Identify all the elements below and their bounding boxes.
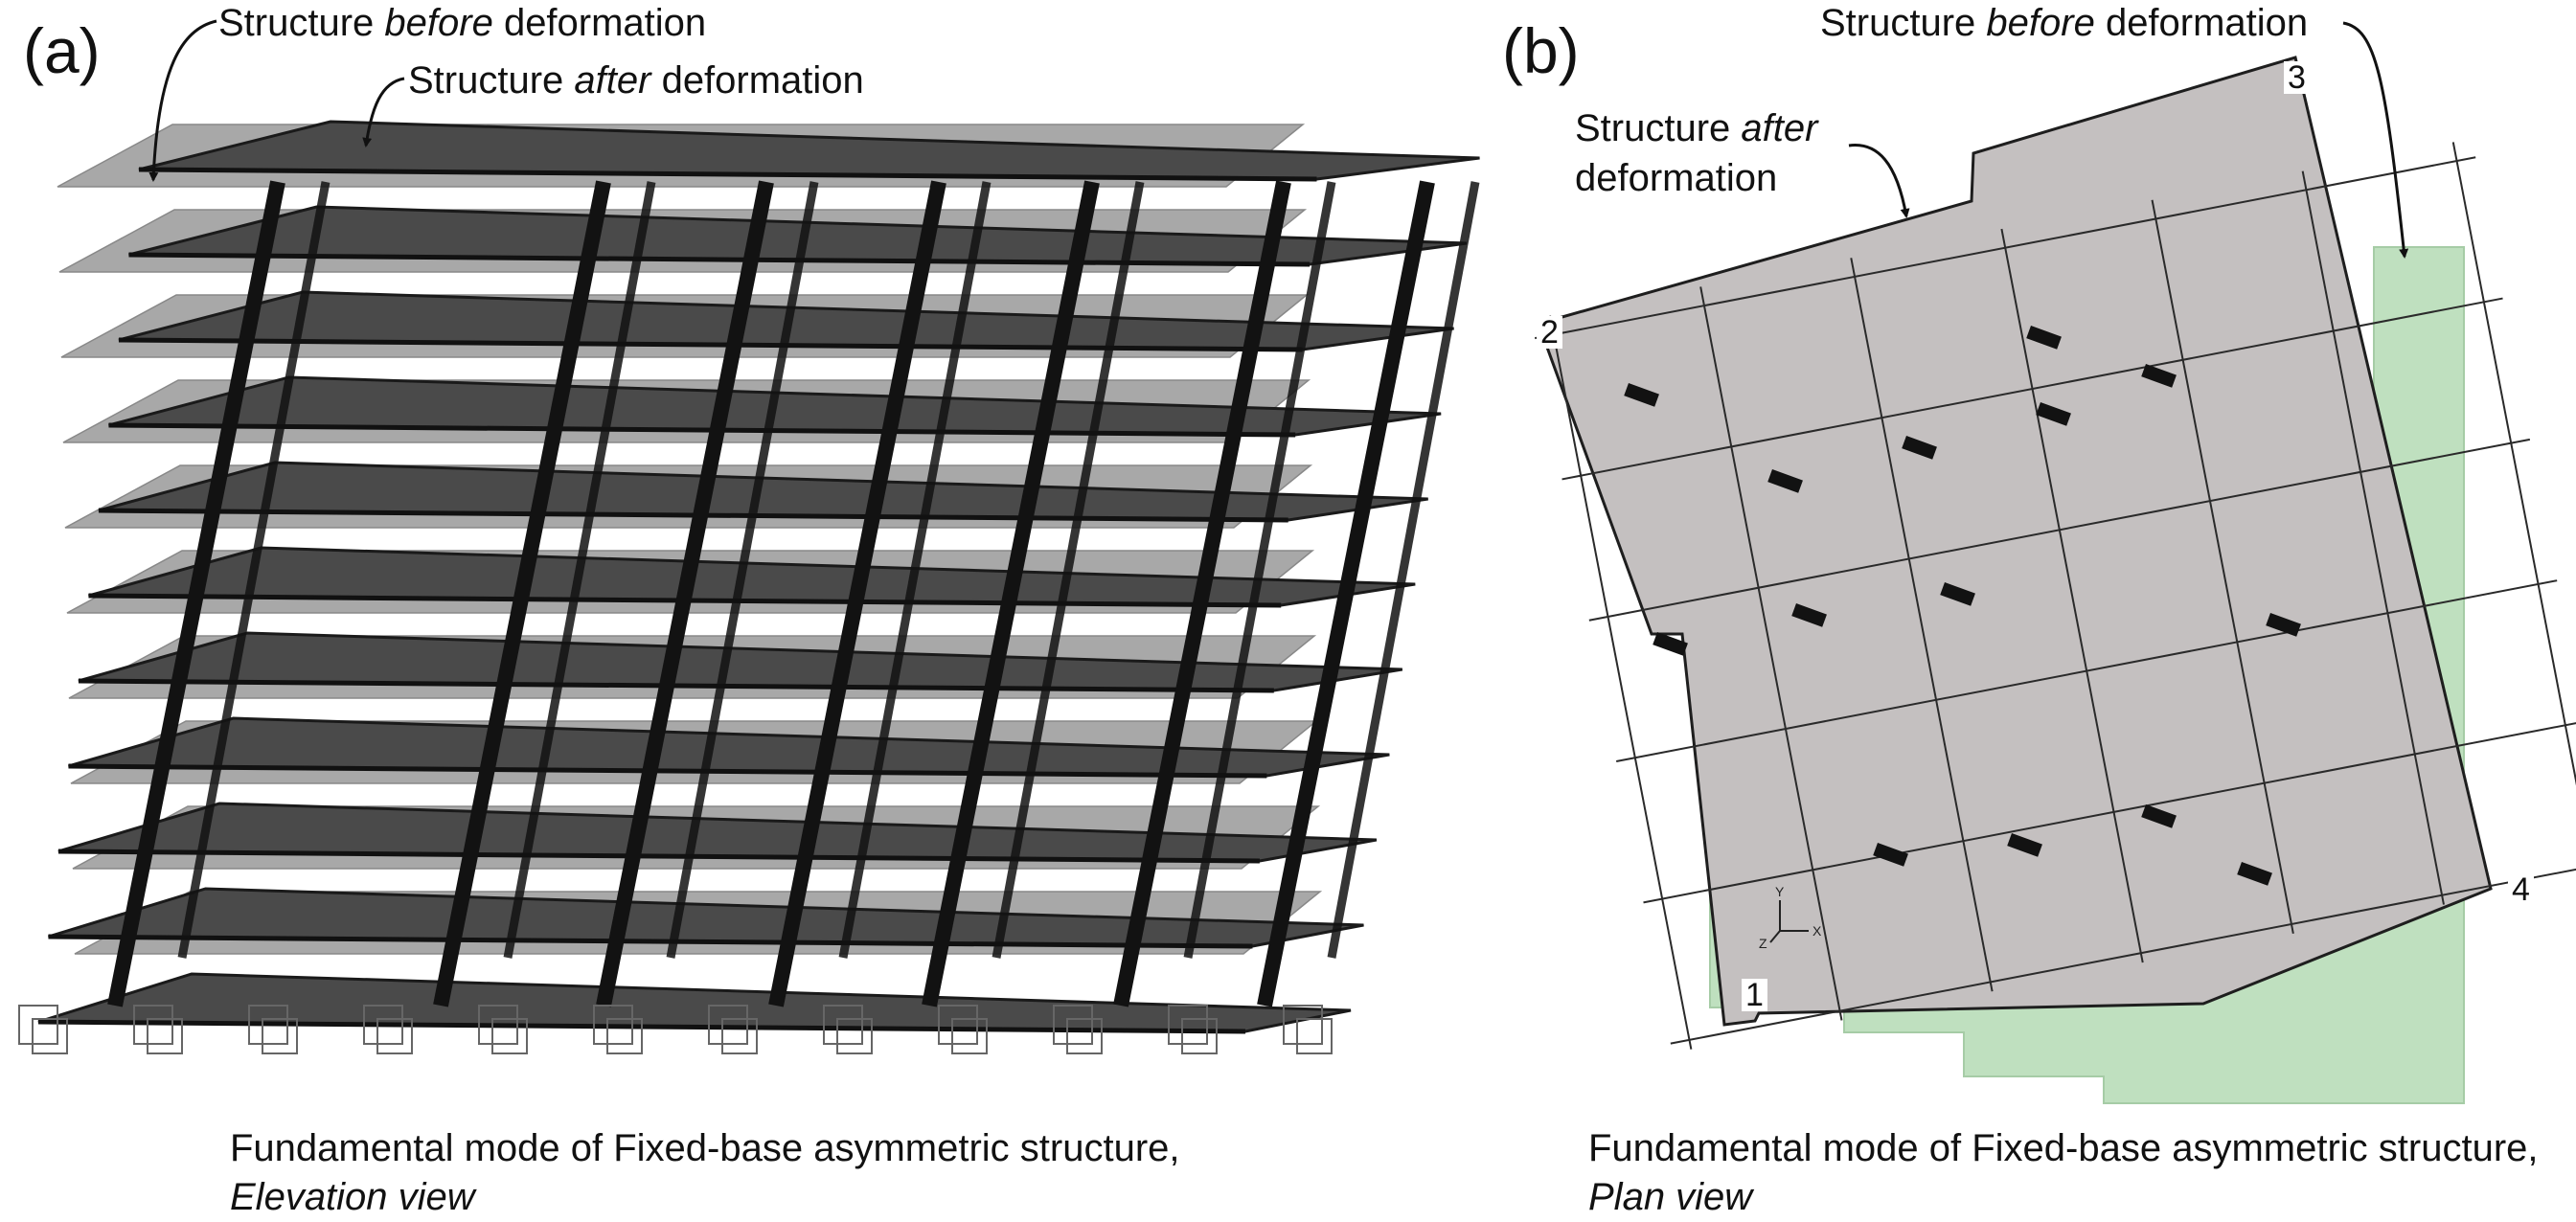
plan-corner-label-3: 3 (2284, 61, 2310, 94)
support (823, 1005, 863, 1045)
slab-edge (48, 934, 1253, 949)
column (922, 180, 1100, 1007)
column-back (177, 181, 331, 959)
plan-deformed-slab (1537, 56, 2493, 1027)
slab-edge (57, 849, 1260, 864)
support (1283, 1005, 1323, 1045)
support (147, 1018, 183, 1054)
grid-line (2451, 142, 2576, 786)
elevation-base-supports (18, 1005, 1333, 1054)
grid-line (1615, 579, 2558, 763)
support (938, 1005, 978, 1045)
grid-line (2151, 199, 2294, 934)
arrow-before-a (148, 19, 217, 182)
grid-line (1850, 258, 1994, 992)
column-back (1183, 181, 1336, 959)
plan-column (1624, 382, 1659, 407)
support (721, 1018, 758, 1054)
plan-corner-label-2: 2 (1537, 316, 1562, 349)
column (1113, 180, 1291, 1007)
plan-column (2141, 804, 2177, 828)
support (1066, 1018, 1103, 1054)
panel-a-caption: Fundamental mode of Fixed-base asymmetri… (230, 1127, 1180, 1219)
plan-corner-label-1: 1 (1742, 979, 1767, 1011)
plan-column (1653, 632, 1688, 656)
column-back (992, 181, 1145, 959)
plan-corner-label-4: 4 (2508, 873, 2534, 906)
plan-column (1767, 468, 1803, 493)
elevation-columns (107, 180, 1480, 1007)
axis-z-label: Z (1759, 936, 1767, 951)
support (376, 1018, 413, 1054)
panel-a-callout-after: Structure after deformation (408, 59, 864, 102)
support (363, 1005, 403, 1045)
plan-column (2237, 862, 2272, 886)
grid-line (1670, 868, 2576, 1045)
slab-edge (128, 252, 1311, 267)
elevation-deformed-slabs (37, 120, 1480, 1034)
plan-column (2141, 363, 2177, 388)
column (1257, 180, 1435, 1007)
support (262, 1018, 298, 1054)
column (768, 180, 946, 1007)
support (593, 1005, 633, 1045)
grid-line (2301, 170, 2445, 905)
grid-line (1643, 722, 2576, 904)
grid-line (2000, 228, 2144, 963)
plan-column (1902, 436, 1937, 460)
column-back (503, 181, 656, 959)
axis-y-label: Y (1775, 884, 1785, 899)
plan-column (2266, 613, 2301, 637)
support (133, 1005, 173, 1045)
support (248, 1005, 288, 1045)
column-back (1327, 181, 1480, 959)
panel-a-label: (a) (23, 15, 101, 86)
axis-x-label: X (1812, 923, 1822, 939)
support (1296, 1018, 1333, 1054)
support (18, 1005, 58, 1045)
support (951, 1018, 988, 1054)
support (32, 1018, 68, 1054)
column-back (838, 181, 992, 959)
panel-b-callout-before: Structure before deformation (1820, 2, 2309, 44)
column (433, 180, 611, 1007)
support (491, 1018, 528, 1054)
column-back (666, 181, 819, 959)
grid-line (1562, 297, 2503, 481)
panel-b-caption: Fundamental mode of Fixed-base asymmetri… (1588, 1127, 2539, 1219)
grid-line (1535, 156, 2476, 340)
column (596, 180, 774, 1007)
arrow-after-a (362, 77, 405, 147)
arrow-after-b (1848, 144, 1910, 218)
plan-columns (1624, 325, 2301, 886)
plan-column (2036, 401, 2071, 426)
plan-column (1791, 603, 1827, 627)
plan-column (1873, 843, 1908, 867)
support (478, 1005, 518, 1045)
support (606, 1018, 643, 1054)
panel-b-callout-after: Structure after deformation (1575, 107, 1818, 199)
plan-column (2007, 833, 2042, 857)
panel-b-label: (b) (1502, 15, 1580, 86)
grid-line (1699, 286, 1843, 1021)
support (836, 1018, 873, 1054)
support (1053, 1005, 1093, 1045)
grid-line (1549, 315, 1693, 1050)
column (107, 180, 285, 1007)
slab-edge (78, 678, 1274, 693)
arrow-before-b (2342, 21, 2409, 259)
slab-edge (138, 167, 1317, 182)
slab-edge (68, 763, 1267, 779)
axis-triad-icon (1769, 900, 1809, 943)
plan-column (1940, 582, 1975, 606)
plan-column (2026, 325, 2062, 350)
support (1168, 1005, 1208, 1045)
support (708, 1005, 748, 1045)
plan-grid-lines (1535, 142, 2576, 1050)
grid-line (1588, 438, 2531, 622)
panel-a-callout-before: Structure before deformation (218, 2, 707, 44)
support (1181, 1018, 1218, 1054)
